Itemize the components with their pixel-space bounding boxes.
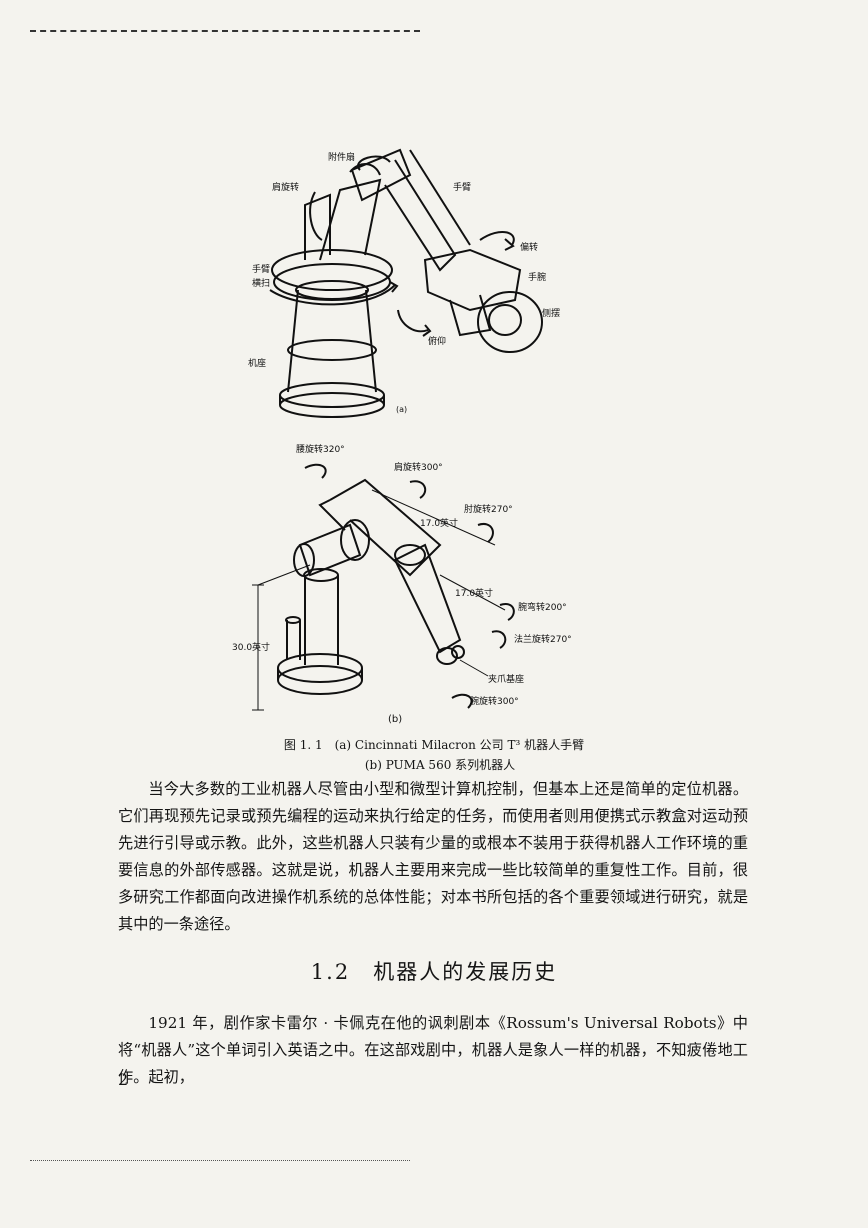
figure-a-drawing	[269, 148, 543, 418]
label-b-shoulder: 肩旋转300°	[394, 461, 443, 473]
body-paragraph-1: 当今大多数的工业机器人尽管由小型和微型计算机控制，但基本上还是简单的定位机器。它…	[118, 780, 748, 933]
label-a-wrist: 手腕	[528, 271, 546, 283]
body-paragraph-2: 1921 年，剧作家卡雷尔 · 卡佩克在他的讽刺剧本《Rossum's Univ…	[118, 1014, 748, 1086]
label-b-flange: 法兰旋转270°	[514, 633, 572, 645]
label-b-height: 30.0英寸	[232, 641, 270, 653]
label-b-tag: (b)	[388, 714, 402, 725]
label-b-wrist-bend: 腕弯转200°	[518, 601, 567, 613]
label-a-base: 机座	[248, 357, 266, 369]
label-a-shoulder: 肩旋转	[272, 181, 299, 193]
section-heading: 1.2 机器人的发展历史	[310, 960, 558, 984]
label-b-waist: 腰旋转320°	[296, 443, 345, 455]
figure-robot-arms: 附件扇 肩旋转 手臂 偏转 手臂 横扫 手腕 侧摆 俯仰 机座 (a) 腰旋转3…	[232, 148, 572, 725]
label-a-arm-sweep-1: 手臂	[252, 263, 270, 275]
label-b-len1: 17.0英寸	[420, 517, 458, 529]
label-a-arm: 手臂	[453, 181, 471, 193]
label-b-elbow: 肘旋转270°	[464, 503, 513, 515]
figure-b-drawing	[252, 463, 515, 711]
label-b-len2: 17.0英寸	[455, 587, 493, 599]
label-a-wrist-roll: 附件扇	[328, 151, 355, 163]
label-b-wrist-rot: 腕旋转300°	[470, 695, 519, 707]
label-a-arm-sweep-2: 横扫	[252, 277, 270, 289]
top-dashed-rule	[30, 30, 420, 32]
label-b-gripper: 夹爪基座	[488, 673, 524, 685]
bottom-dotted-rule	[30, 1160, 410, 1161]
label-a-roll: 侧摆	[542, 307, 560, 319]
label-a-yaw: 偏转	[520, 241, 538, 253]
label-a-tag: (a)	[396, 405, 407, 414]
page-number: 2	[118, 1070, 129, 1089]
label-a-pitch: 俯仰	[428, 335, 446, 347]
figure-caption-line-1: 图 1. 1 (a) Cincinnati Milacron 公司 T³ 机器人…	[283, 738, 585, 752]
figure-caption-line-2: (b) PUMA 560 系列机器人	[364, 758, 516, 772]
